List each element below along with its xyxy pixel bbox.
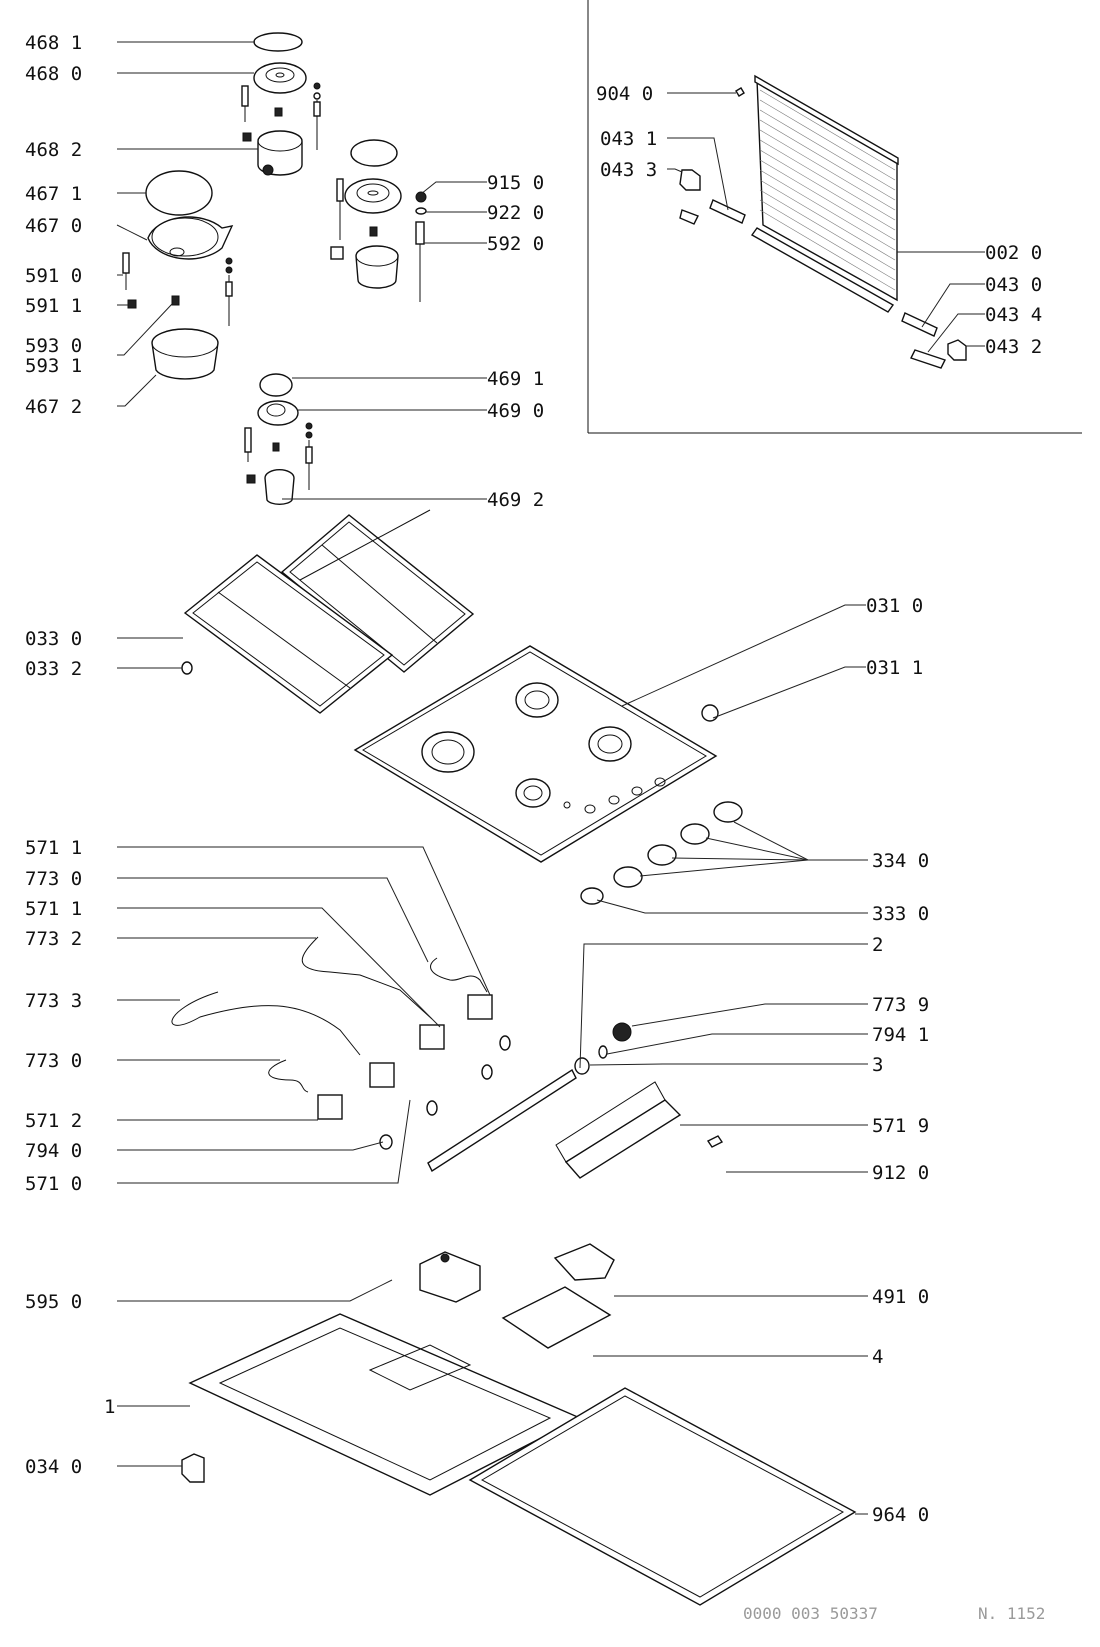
label-773-3: 773 3	[25, 990, 82, 1012]
pan-supports-033	[181, 509, 475, 714]
label-043-0: 043 0	[985, 274, 1042, 296]
knob-333-0	[580, 887, 604, 905]
door-glass-assembly	[679, 74, 967, 369]
burner-head-467-0	[147, 216, 234, 260]
screw-912-0	[706, 1135, 724, 1148]
label-033-2: 033 2	[25, 658, 82, 680]
label-043-4: 043 4	[985, 304, 1042, 326]
label-469-0: 469 0	[487, 400, 544, 422]
burner-body-467-2	[151, 328, 219, 380]
leader-lines	[116, 41, 985, 1515]
label-571-9: 571 9	[872, 1115, 929, 1137]
drawing-code: 0000 003 50337	[743, 1604, 878, 1623]
label-964-0: 964 0	[872, 1504, 929, 1526]
rubber-foot-033-2	[181, 661, 193, 675]
label-904-0: 904 0	[596, 83, 653, 105]
burner-cap-469-1	[259, 373, 293, 397]
gas-tap-571-0	[369, 1062, 395, 1088]
control-knobs-334-0	[580, 801, 743, 905]
label-794-0: 794 0	[25, 1140, 82, 1162]
label-043-3: 043 3	[600, 159, 657, 181]
drawing-note: N. 1152	[978, 1604, 1045, 1623]
label-333-0: 333 0	[872, 903, 929, 925]
burner-468-assembly	[241, 32, 321, 176]
inlet-fitting-773-9	[612, 1022, 632, 1042]
gas-tap-571-1a	[467, 994, 493, 1020]
label-468-2: 468 2	[25, 139, 82, 161]
burner-491-0	[553, 1243, 615, 1281]
label-2: 2	[872, 934, 883, 956]
seal-794-1	[598, 1045, 608, 1059]
label-593-0: 593 0	[25, 335, 82, 357]
gas-tap-571-1b	[419, 1024, 445, 1050]
label-912-0: 912 0	[872, 1162, 929, 1184]
label-491-0: 491 0	[872, 1286, 929, 1308]
label-1: 1	[104, 1396, 115, 1418]
label-467-2: 467 2	[25, 396, 82, 418]
part-labels: 468 1 468 0 468 2 467 1 467 0 591 0 591 …	[25, 32, 1042, 1526]
burner-cap-467-1	[145, 170, 213, 216]
label-043-2: 043 2	[985, 336, 1042, 358]
label-794-1: 794 1	[872, 1024, 929, 1046]
burner-469-assembly	[244, 373, 313, 506]
label-4: 4	[872, 1346, 883, 1368]
label-034-0: 034 0	[25, 1456, 82, 1478]
heat-shield-4	[501, 1286, 612, 1349]
label-031-1: 031 1	[866, 657, 923, 679]
rubber-foot-031-1	[701, 704, 719, 722]
label-593-1: 593 1	[25, 355, 82, 377]
label-595-0: 595 0	[25, 1291, 82, 1313]
inset-frame	[587, 0, 1082, 434]
burner-body-469-2	[264, 469, 295, 506]
label-469-1: 469 1	[487, 368, 544, 390]
label-031-0: 031 0	[866, 595, 923, 617]
hinge-043-3	[679, 169, 701, 191]
label-571-0: 571 0	[25, 1173, 82, 1195]
label-3: 3	[872, 1054, 883, 1076]
burner-467-assembly	[122, 170, 234, 380]
nut-3	[574, 1057, 590, 1075]
seal-794-0	[379, 1134, 393, 1150]
label-571-2: 571 2	[25, 1110, 82, 1132]
label-468-0: 468 0	[25, 63, 82, 85]
hinge-pin-043-0	[901, 312, 938, 337]
gas-manifold-2	[427, 1068, 577, 1173]
label-033-0: 033 0	[25, 628, 82, 650]
label-468-1: 468 1	[25, 32, 82, 54]
label-571-1-b: 571 1	[25, 898, 82, 920]
label-773-0-a: 773 0	[25, 868, 82, 890]
tap-bracket-571-9	[555, 1081, 724, 1179]
label-467-0: 467 0	[25, 215, 82, 237]
label-571-1-a: 571 1	[25, 837, 82, 859]
ignition-generator-595-0	[419, 1251, 481, 1303]
hinge-043-2	[947, 339, 967, 361]
label-591-0: 591 0	[25, 265, 82, 287]
label-773-9: 773 9	[872, 994, 929, 1016]
gas-taps-and-pipes	[171, 936, 632, 1173]
hinge-pin-043-1	[709, 199, 746, 224]
label-334-0: 334 0	[872, 850, 929, 872]
label-773-2: 773 2	[25, 928, 82, 950]
label-002-0: 002 0	[985, 242, 1042, 264]
plate-043-4	[910, 349, 946, 369]
label-915-0: 915 0	[487, 172, 544, 194]
burner-592-assembly	[330, 139, 427, 302]
screw-904-0	[735, 87, 745, 97]
gas-tap-571-2	[317, 1094, 343, 1120]
burner-head-468-0	[253, 62, 307, 94]
burner-cap-468-1	[253, 32, 303, 52]
label-773-0-b: 773 0	[25, 1050, 82, 1072]
seal-964-0	[468, 1387, 857, 1606]
base-assembly	[181, 1243, 857, 1606]
label-922-0: 922 0	[487, 202, 544, 224]
hob-top-031-0	[353, 645, 719, 863]
label-043-1: 043 1	[600, 128, 657, 150]
label-469-2: 469 2	[487, 489, 544, 511]
label-467-1: 467 1	[25, 183, 82, 205]
label-591-1: 591 1	[25, 295, 82, 317]
bracket-034-0	[181, 1453, 205, 1483]
label-592-0: 592 0	[487, 233, 544, 255]
